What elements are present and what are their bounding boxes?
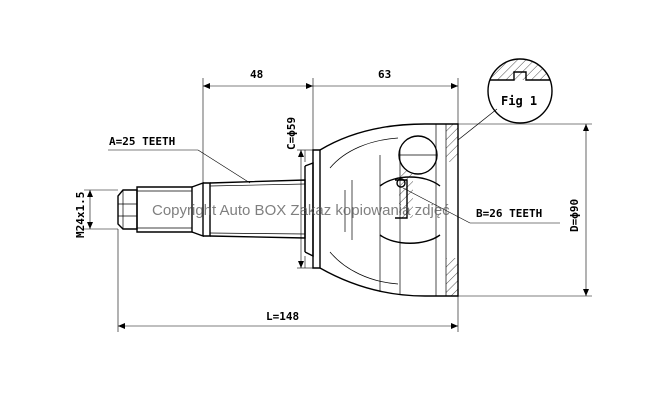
dimension-shaft-length: 48 [202, 68, 314, 183]
dim-total-label: L=148 [266, 310, 299, 323]
dim-shaft-label: 48 [250, 68, 263, 81]
dimension-housing-length: 63 [313, 68, 459, 124]
figure-label: Fig 1 [501, 94, 537, 108]
dim-thread-label: M24x1.5 [74, 192, 87, 238]
fig-1-detail: Fig 1 [457, 58, 553, 141]
watermark-text: Copyright Auto BOX Zakaz kopiowania zdję… [152, 202, 450, 219]
dimension-seal-diameter: C=ϕ59 [285, 117, 313, 269]
leader-inner-teeth: B=26 TEETH [402, 187, 560, 224]
threaded-end [117, 189, 138, 230]
outer-teeth-label: A=25 TEETH [109, 135, 175, 148]
dim-housing-label: 63 [378, 68, 391, 81]
dim-outer-label: D=ϕ90 [568, 199, 581, 232]
inner-teeth-label: B=26 TEETH [476, 207, 542, 220]
dimension-thread: M24x1.5 [74, 189, 118, 238]
dim-seal-label: C=ϕ59 [285, 117, 298, 150]
dimension-outer-diameter: D=ϕ90 [458, 123, 592, 297]
joint-housing [319, 123, 459, 297]
dimension-total-length: L=148 [117, 229, 459, 332]
leader-outer-teeth: A=25 TEETH [108, 135, 251, 184]
